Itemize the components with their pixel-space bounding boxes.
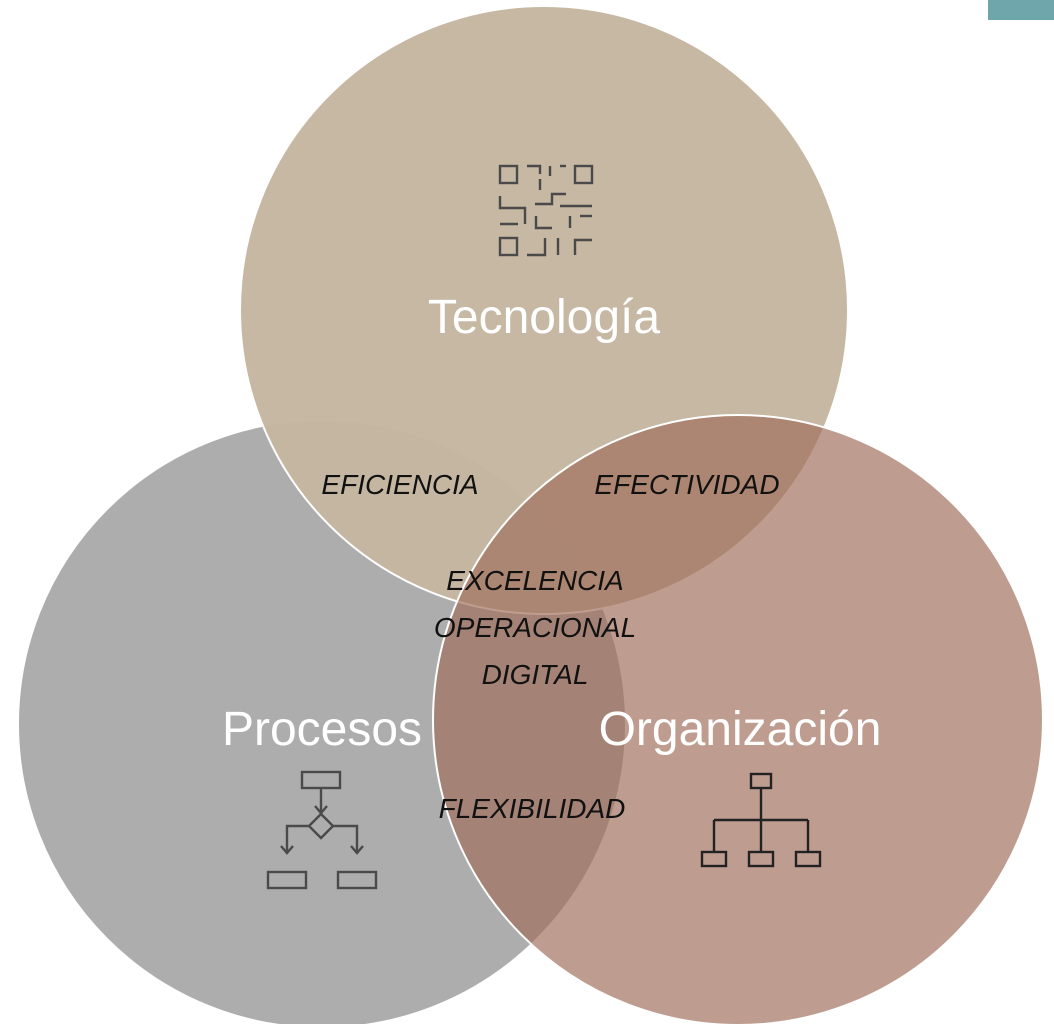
label-center-line-1: EXCELENCIA: [446, 565, 623, 596]
label-tecnologia: Tecnología: [428, 291, 660, 344]
label-flexibilidad: FLEXIBILIDAD: [439, 793, 626, 824]
label-center-line-3: DIGITAL: [482, 659, 589, 690]
label-procesos: Procesos: [222, 703, 422, 756]
label-eficiencia: EFICIENCIA: [321, 469, 478, 500]
label-organizacion: Organización: [599, 703, 882, 756]
label-center-line-2: OPERACIONAL: [434, 612, 636, 643]
corner-accent-tab: [988, 0, 1054, 20]
org-chart-icon: [700, 772, 822, 868]
label-efectividad: EFECTIVIDAD: [594, 469, 779, 500]
circle-organizacion: [432, 414, 1044, 1024]
flowchart-icon: [266, 770, 378, 890]
qr-code-icon: [498, 164, 594, 257]
